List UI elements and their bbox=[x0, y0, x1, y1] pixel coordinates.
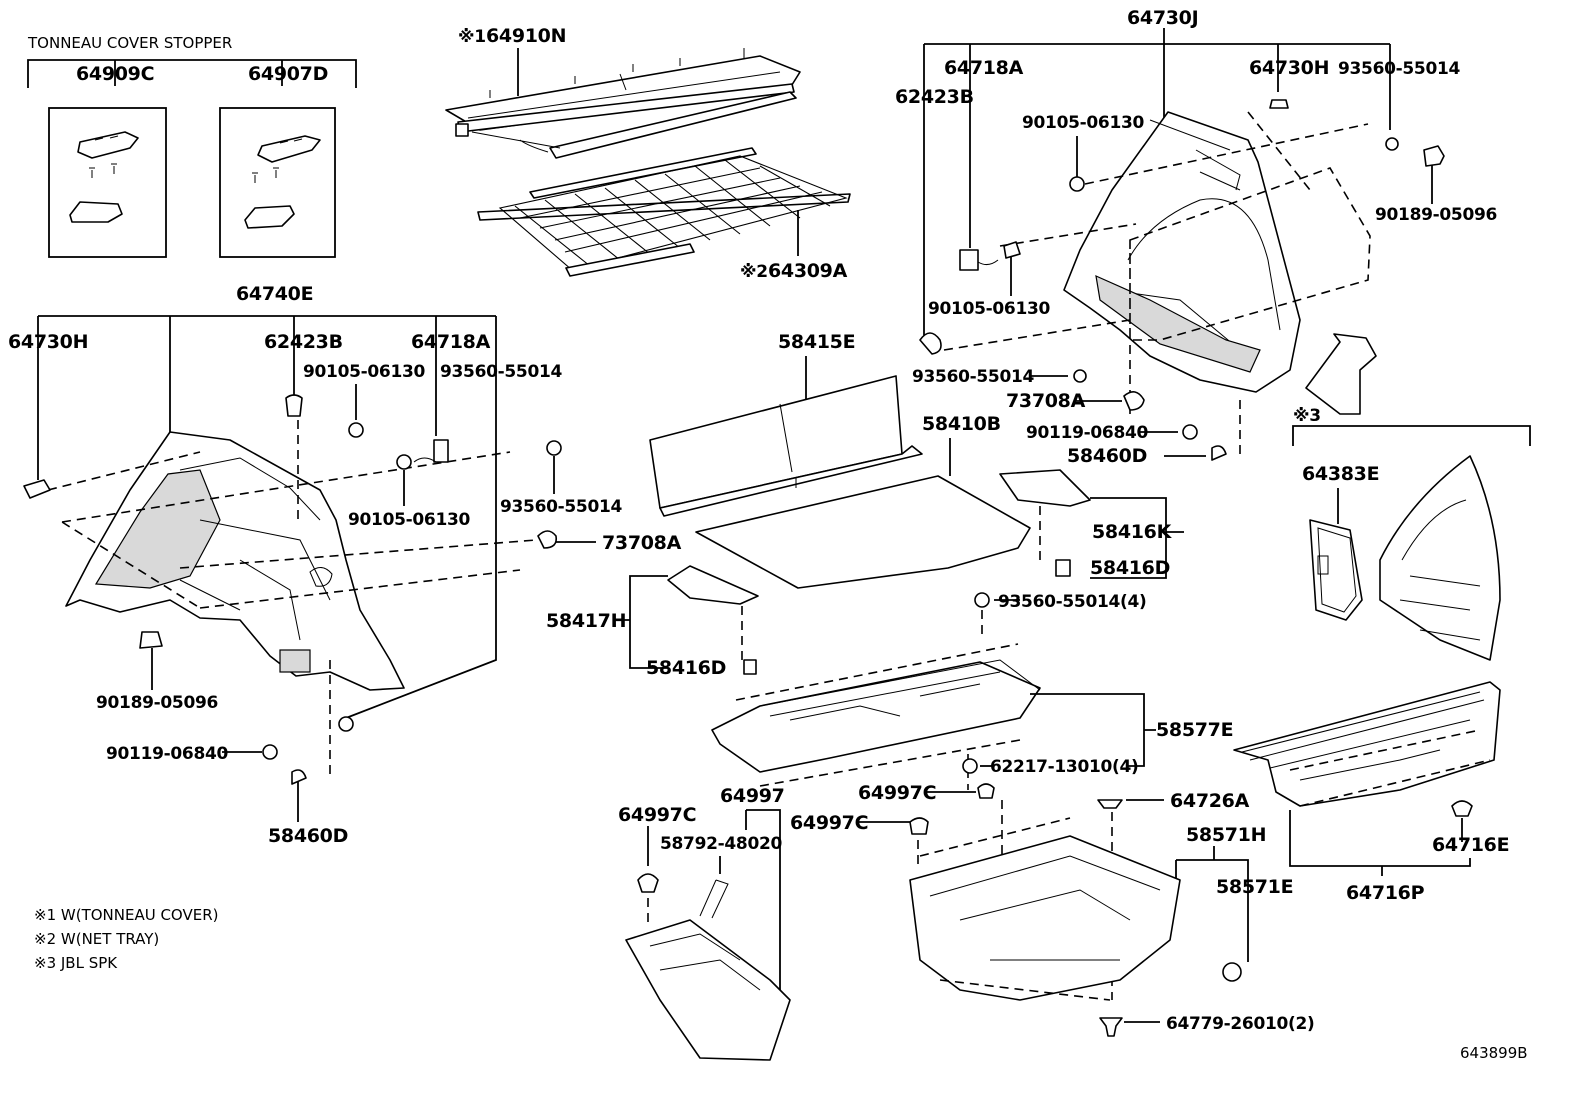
part-90189-05096-left[interactable]: 90189-05096 bbox=[96, 693, 218, 713]
part-64740E[interactable]: 64740E bbox=[236, 283, 314, 305]
part-58416K[interactable]: 58416K bbox=[1092, 521, 1173, 543]
part-64718A-left[interactable]: 64718A bbox=[411, 331, 491, 353]
part-62423B-left[interactable]: 62423B bbox=[264, 331, 343, 353]
part-64730H-left[interactable]: 64730H bbox=[8, 331, 89, 353]
diagram-code: 643899B bbox=[1460, 1044, 1528, 1062]
part-90105-06130-left-top[interactable]: 90105-06130 bbox=[303, 362, 426, 382]
part-58416D-left[interactable]: 58416D bbox=[646, 657, 726, 679]
side-tray-body bbox=[625, 919, 791, 1061]
part-64907D[interactable]: 64907D bbox=[248, 63, 328, 85]
part-90105-06130-right-bottom[interactable]: 90105-06130 bbox=[928, 299, 1051, 319]
arrow-up bbox=[1305, 333, 1377, 415]
part-58792-48020[interactable]: 58792-48020 bbox=[660, 834, 783, 854]
tonneau-cover-group: ※1 64910N bbox=[445, 25, 801, 159]
stopper-box-64909C bbox=[48, 107, 167, 258]
part-64730J[interactable]: 64730J bbox=[1127, 7, 1199, 29]
right-quarter-trim-group: 64730J 64718A 62423B 64730H 93560-55014 … bbox=[895, 7, 1497, 467]
part-64997[interactable]: 64997 bbox=[720, 785, 785, 807]
speaker-grille bbox=[1309, 519, 1363, 621]
scuff-plate-group: 64716E 64716P bbox=[1233, 681, 1510, 904]
part-58460D-right[interactable]: 58460D bbox=[1067, 445, 1147, 467]
part-93560-55014-right-bottom[interactable]: 93560-55014 bbox=[912, 367, 1035, 387]
luggage-tray-body bbox=[909, 835, 1181, 1001]
luggage-tray-group: 64997C 64997C 64726A 58571H 58571E 64779… bbox=[790, 782, 1315, 1037]
net-tray-group: ※2 64309A bbox=[477, 147, 851, 282]
tonneau-stopper-group: TONNEAU COVER STOPPER 64909C 64907D bbox=[27, 34, 357, 258]
part-64997C-center[interactable]: 64997C bbox=[858, 782, 937, 804]
part-58417H[interactable]: 58417H bbox=[546, 610, 627, 632]
part-64997C-left[interactable]: 64997C bbox=[618, 804, 697, 826]
part-90105-06130-right-top[interactable]: 90105-06130 bbox=[1022, 113, 1145, 133]
part-64716E[interactable]: 64716E bbox=[1432, 834, 1510, 856]
part-62423B-right[interactable]: 62423B bbox=[895, 86, 974, 108]
footnote-3: ※3 JBL SPK bbox=[34, 954, 118, 972]
part-58571H[interactable]: 58571H bbox=[1186, 824, 1267, 846]
footnote-1: ※1 W(TONNEAU COVER) bbox=[34, 906, 219, 924]
part-58416D-right[interactable]: 58416D bbox=[1090, 557, 1170, 579]
part-64718A-right[interactable]: 64718A bbox=[944, 57, 1024, 79]
part-64726A[interactable]: 64726A bbox=[1170, 790, 1250, 812]
part-64730H-right[interactable]: 64730H bbox=[1249, 57, 1330, 79]
part-90119-06840-left[interactable]: 90119-06840 bbox=[106, 744, 229, 764]
part-90189-05096-right[interactable]: 90189-05096 bbox=[1375, 205, 1497, 225]
part-93560-55014-right-top[interactable]: 93560-55014 bbox=[1338, 59, 1461, 79]
part-90119-06840-right[interactable]: 90119-06840 bbox=[1026, 423, 1149, 443]
mark-2: ※2 bbox=[740, 262, 768, 282]
part-64997C-lower[interactable]: 64997C bbox=[790, 812, 869, 834]
part-58410B[interactable]: 58410B bbox=[922, 413, 1001, 435]
console-tray-body bbox=[711, 661, 1041, 773]
deck-board-lower bbox=[695, 475, 1031, 589]
tonneau-stopper-title: TONNEAU COVER STOPPER bbox=[27, 34, 232, 52]
part-93560-55014-left-mid[interactable]: 93560-55014 bbox=[500, 497, 623, 517]
part-93560-55014-left-top[interactable]: 93560-55014 bbox=[440, 362, 563, 382]
deck-board-group: 58415E 58410B 58416K 58416D 58417H 58416… bbox=[546, 331, 1184, 679]
stopper-bracket bbox=[27, 59, 357, 88]
part-73708A-left[interactable]: 73708A bbox=[602, 532, 682, 554]
part-64779-26010-x2[interactable]: 64779-26010(2) bbox=[1166, 1014, 1315, 1034]
part-58415E[interactable]: 58415E bbox=[778, 331, 856, 353]
stopper-box-64907D bbox=[219, 107, 336, 258]
part-73708A-right[interactable]: 73708A bbox=[1006, 390, 1086, 412]
footnotes: ※1 W(TONNEAU COVER) ※2 W(NET TRAY) ※3 JB… bbox=[34, 906, 1528, 1062]
part-90105-06130-left-bottom[interactable]: 90105-06130 bbox=[348, 510, 471, 530]
part-64910N[interactable]: 64910N bbox=[486, 25, 567, 47]
footnote-2: ※2 W(NET TRAY) bbox=[34, 930, 159, 948]
net-mesh bbox=[498, 155, 848, 271]
left-quarter-trim-group: 64740E 64730H 62423B 64718A 90105-06130 … bbox=[8, 283, 682, 847]
side-tray-group: 64997C 64997 58792-48020 bbox=[618, 785, 791, 1061]
part-64383E[interactable]: 64383E bbox=[1302, 463, 1380, 485]
part-58577E[interactable]: 58577E bbox=[1156, 719, 1234, 741]
right-trim-panel bbox=[1063, 111, 1301, 393]
console-tray-group: 93560-55014(4) 58577E 62217-13010(4) bbox=[711, 592, 1234, 790]
left-trim-panel bbox=[65, 431, 405, 691]
part-58571E[interactable]: 58571E bbox=[1216, 876, 1294, 898]
jbl-speaker-group: ※3 64383E bbox=[1292, 333, 1531, 661]
part-64716P[interactable]: 64716P bbox=[1346, 882, 1425, 904]
part-58460D-left[interactable]: 58460D bbox=[268, 825, 348, 847]
part-64309A[interactable]: 64309A bbox=[768, 260, 848, 282]
part-93560-55014-x4[interactable]: 93560-55014(4) bbox=[998, 592, 1147, 612]
mark-1: ※1 bbox=[458, 27, 486, 47]
mark-3: ※3 bbox=[1293, 406, 1321, 426]
part-64909C[interactable]: 64909C bbox=[76, 63, 155, 85]
part-62217-13010-x4[interactable]: 62217-13010(4) bbox=[990, 757, 1139, 777]
